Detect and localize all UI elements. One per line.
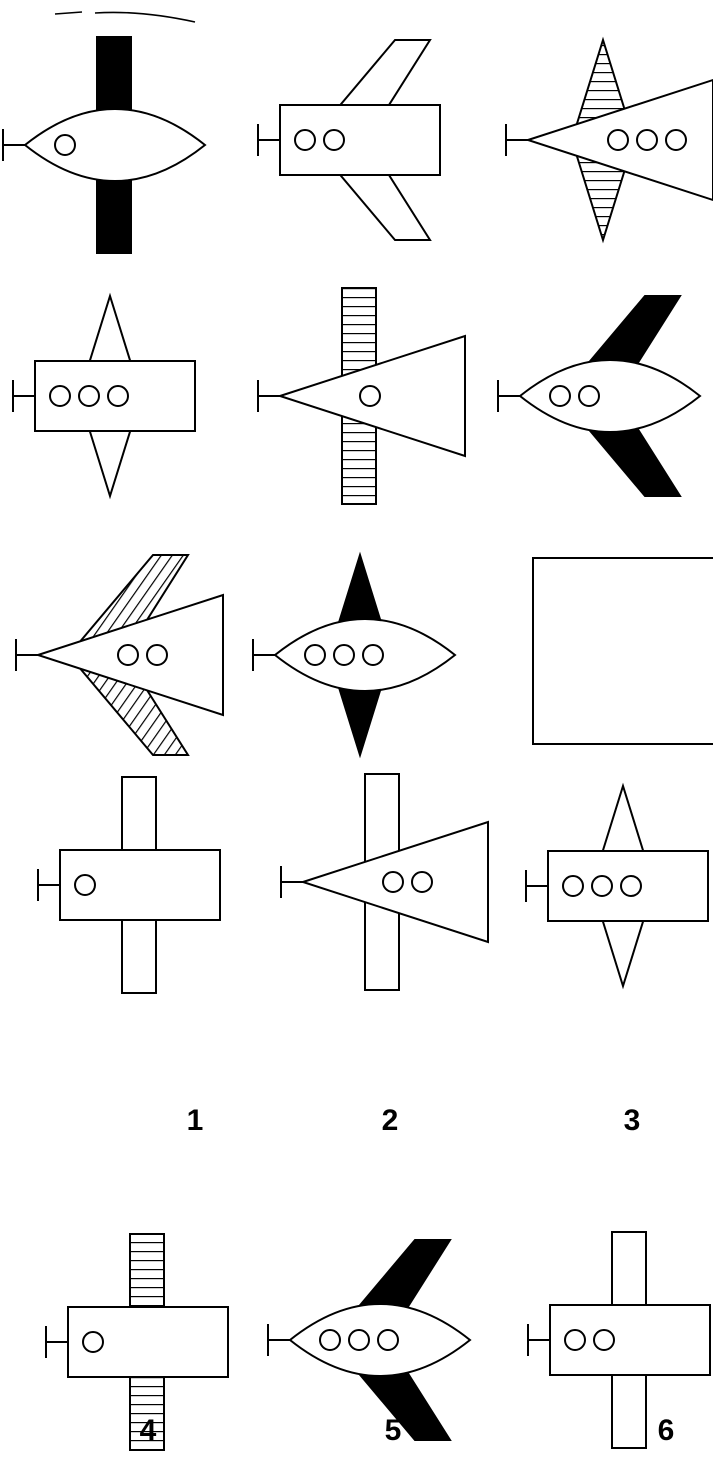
matrix-cell-2 (257, 39, 441, 241)
window-circle (411, 871, 433, 893)
window-circle (49, 385, 71, 407)
window-circle (377, 1329, 399, 1351)
question-matrix (2, 36, 713, 759)
window-circle (82, 1331, 104, 1353)
window-circle (74, 874, 96, 896)
option-6: 6 (527, 1231, 711, 1449)
option-4: 4 (45, 1233, 229, 1451)
scan-mark (54, 11, 196, 23)
option-label: 6 (658, 1414, 675, 1447)
window-circle (591, 875, 613, 897)
window-circle (54, 134, 76, 156)
matrix-cell-7 (15, 554, 224, 756)
option-label: 3 (624, 1104, 641, 1137)
option-1: 1 (37, 776, 221, 1137)
window-circle (107, 385, 129, 407)
fuselage-ellipse (23, 108, 207, 182)
window-circle (665, 129, 687, 151)
option-3: 3 (525, 782, 709, 1137)
option-label: 2 (382, 1104, 399, 1137)
matrix-cell-3 (505, 36, 713, 244)
window-circle (78, 385, 100, 407)
matrix-cell-8 (252, 551, 457, 759)
window-circle (593, 1329, 615, 1351)
window-circle (362, 644, 384, 666)
window-circle (146, 644, 168, 666)
window-circle (564, 1329, 586, 1351)
window-circle (562, 875, 584, 897)
window-circle (578, 385, 600, 407)
window-circle (294, 129, 316, 151)
option-label: 5 (385, 1414, 402, 1447)
answer-options: 1 2 3 4 5 6 (37, 773, 711, 1451)
window-circle (348, 1329, 370, 1351)
missing-cell-box (532, 557, 713, 745)
matrix-cell-9 (532, 557, 713, 745)
window-circle (382, 871, 404, 893)
fuselage-ellipse (518, 359, 702, 433)
option-2: 2 (280, 773, 489, 1137)
matrix-cell-6 (497, 295, 702, 497)
option-5: 5 (267, 1239, 472, 1447)
matrix-cell-5 (257, 287, 466, 505)
matrix-cell-1 (2, 36, 207, 254)
window-circle (607, 129, 629, 151)
window-circle (333, 644, 355, 666)
window-circle (549, 385, 571, 407)
window-circle (304, 644, 326, 666)
window-circle (117, 644, 139, 666)
option-label: 4 (140, 1414, 157, 1447)
window-circle (636, 129, 658, 151)
window-circle (359, 385, 381, 407)
matrix-cell-4 (12, 292, 196, 500)
window-circle (323, 129, 345, 151)
window-circle (319, 1329, 341, 1351)
option-label: 1 (187, 1104, 204, 1137)
fuselage-rectangle (67, 1306, 229, 1378)
window-circle (620, 875, 642, 897)
